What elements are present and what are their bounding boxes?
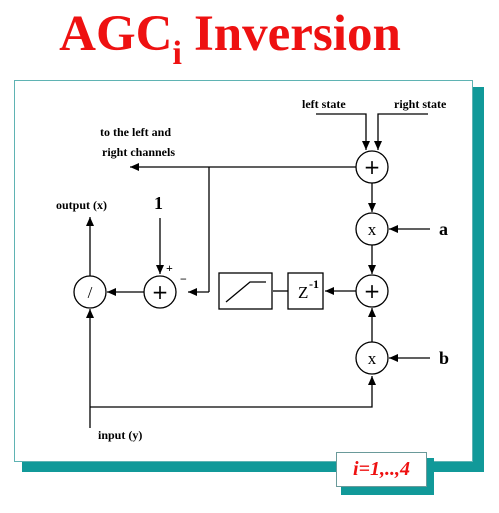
- top-adder-symbol: +: [364, 155, 381, 179]
- output-label: output (x): [56, 198, 107, 212]
- multiplier-b: x: [355, 341, 389, 375]
- one-label: 1: [154, 193, 163, 213]
- delay-block: Z -1: [287, 272, 324, 310]
- clipper-block: [218, 272, 273, 310]
- to-channels-label-2: right channels: [102, 145, 175, 159]
- right-state-label: right state: [394, 97, 447, 111]
- minus-sign: −: [180, 272, 187, 286]
- title-rest: Inversion: [193, 6, 401, 62]
- right-state-line: [374, 113, 428, 150]
- plus-sign: +: [166, 261, 173, 275]
- a-label: a: [439, 219, 448, 239]
- divider: /: [73, 275, 107, 309]
- divider-symbol: /: [88, 283, 93, 302]
- delay-exponent: -1: [309, 277, 319, 291]
- sum-one-symbol: +: [152, 280, 169, 304]
- sum-one: +: [143, 275, 177, 309]
- index-note: i=1,..,4: [336, 452, 427, 487]
- top-adder: +: [355, 150, 389, 184]
- left-state-line: [316, 113, 370, 150]
- title-main: AGC: [59, 6, 173, 62]
- input-to-mult-b-line: [90, 376, 376, 408]
- multiplier-b-symbol: x: [368, 349, 377, 368]
- middle-adder: +: [355, 274, 389, 308]
- input-label: input (y): [98, 428, 142, 442]
- delay-z: Z: [298, 283, 308, 302]
- page-title: AGCi Inversion: [0, 0, 460, 74]
- multiplier-a: x: [355, 212, 389, 246]
- title-subscript: i: [172, 35, 182, 72]
- b-label: b: [439, 348, 449, 368]
- to-channels-label-1: to the left and: [100, 125, 171, 139]
- left-state-label: left state: [302, 97, 346, 111]
- middle-adder-symbol: +: [364, 279, 381, 303]
- multiplier-a-symbol: x: [368, 220, 377, 239]
